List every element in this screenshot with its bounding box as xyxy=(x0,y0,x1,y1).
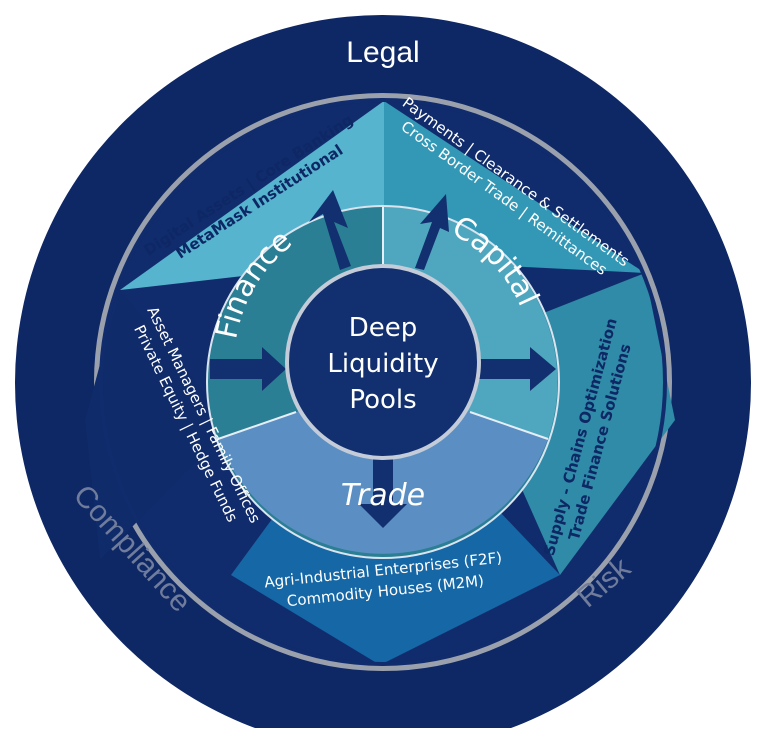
center-line-3: Pools xyxy=(349,385,416,415)
divider-right xyxy=(469,411,549,440)
arrows xyxy=(210,190,556,528)
center-line-1: Deep xyxy=(349,313,418,343)
center-circle xyxy=(285,264,481,460)
inner-ring-border xyxy=(206,205,560,559)
arrow-from-left xyxy=(210,347,286,391)
center-line-2: Liquidity xyxy=(327,349,438,379)
arrow-to-right xyxy=(478,347,556,391)
arrow-down xyxy=(359,458,407,528)
arrow-up-right xyxy=(415,194,449,270)
arrow-up-left xyxy=(309,190,351,270)
divider-left xyxy=(217,411,297,440)
outer-label-legal: Legal xyxy=(346,36,419,69)
segment-edge xyxy=(99,98,667,666)
pillar-trade: Trade xyxy=(341,478,425,513)
